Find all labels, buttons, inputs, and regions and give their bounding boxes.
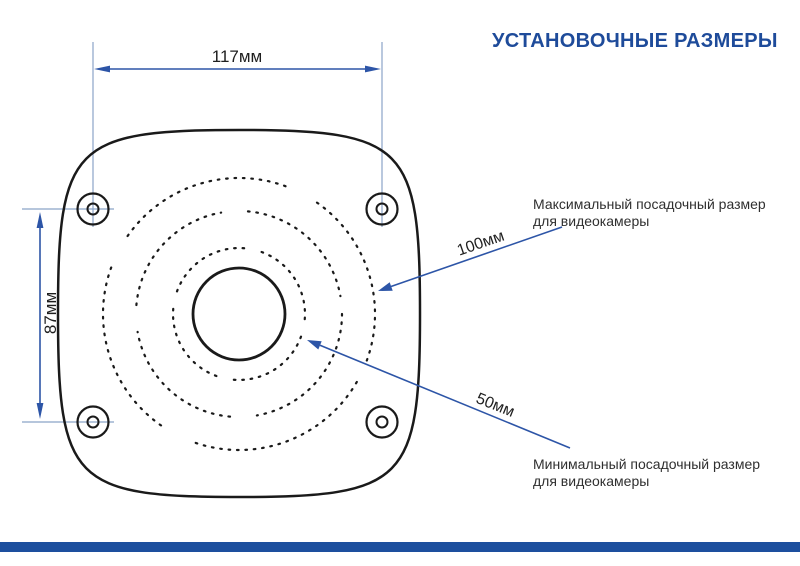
footer-accent-bar — [0, 542, 800, 552]
dimension-arrow-vertical — [36, 212, 44, 419]
leader-shaft — [390, 226, 563, 288]
dimension-label-117mm: 117мм — [211, 47, 263, 66]
arrowhead-icon — [307, 340, 322, 350]
callout-max-line1: Максимальный посадочный размер — [533, 196, 766, 212]
screw-hole-top-left — [76, 192, 110, 226]
arrowhead-left-icon — [94, 65, 110, 73]
callout-min-line1: Минимальный посадочный размер — [533, 456, 761, 472]
arrowhead-icon — [378, 282, 393, 291]
callout-max-line2: для видеокамеры — [533, 213, 650, 229]
mount-circle-min-50mm — [171, 246, 307, 382]
dimension-arrow-horizontal — [94, 65, 381, 73]
leader-min-mount — [307, 340, 571, 449]
bracket-outline — [56, 128, 422, 499]
callout-min-line2: для видеокамеры — [533, 473, 650, 489]
callout-max-mount: Максимальный посадочный размер для видео… — [533, 196, 773, 230]
mount-circle-mid — [135, 210, 344, 418]
arrowhead-right-icon — [365, 65, 381, 73]
screw-hole-top-right — [365, 192, 399, 226]
screw-holes — [76, 192, 399, 439]
dimension-label-87mm: 87мм — [41, 291, 60, 335]
arrowhead-up-icon — [36, 212, 44, 228]
center-hole — [191, 266, 287, 362]
mount-circle-max-100mm — [101, 176, 377, 452]
page-title: УСТАНОВОЧНЫЕ РАЗМЕРЫ — [492, 30, 778, 52]
screw-hole-bottom-right — [365, 405, 399, 439]
leader-shaft — [319, 344, 571, 449]
arrowhead-down-icon — [36, 403, 44, 419]
screw-hole-bottom-left — [76, 405, 110, 439]
callout-min-mount: Минимальный посадочный размер для видеок… — [533, 456, 773, 490]
leader-max-mount — [378, 226, 563, 291]
extension-lines — [22, 42, 383, 423]
mount-circles-dotted — [101, 176, 377, 452]
